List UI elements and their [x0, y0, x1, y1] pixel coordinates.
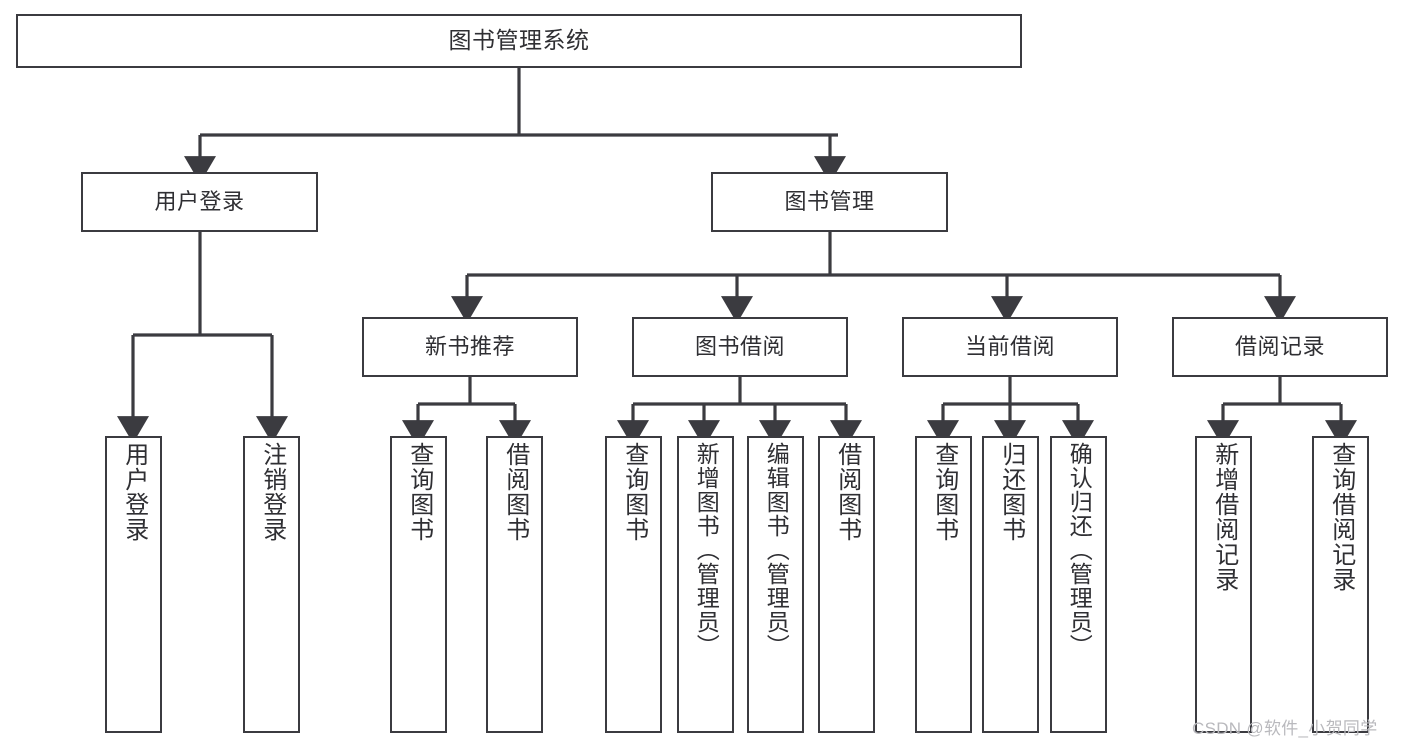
- leaf-query-book-current[interactable]: 查询图书: [915, 436, 972, 733]
- node-label: 借阅图书: [501, 442, 529, 542]
- leaf-query-book-new[interactable]: 查询图书: [390, 436, 447, 733]
- leaf-logout[interactable]: 注销登录: [243, 436, 300, 733]
- node-label: 用户登录: [154, 189, 245, 215]
- leaf-query-borrow-record[interactable]: 查询借阅记录: [1312, 436, 1369, 733]
- leaf-return-book[interactable]: 归还图书: [982, 436, 1039, 733]
- leaf-edit-book-admin[interactable]: 编辑图书（管理员）: [747, 436, 804, 733]
- node-borrowing-records[interactable]: 借阅记录: [1172, 317, 1388, 377]
- node-label: 查询借阅记录: [1327, 442, 1355, 592]
- node-label: 图书管理: [784, 189, 875, 215]
- node-user-login[interactable]: 用户登录: [81, 172, 318, 232]
- node-label: 用户登录: [120, 442, 148, 542]
- node-label: 借阅图书: [833, 442, 861, 542]
- node-label: 新书推荐: [424, 334, 515, 360]
- leaf-add-borrow-record[interactable]: 新增借阅记录: [1195, 436, 1252, 733]
- node-label: 查询图书: [930, 442, 958, 542]
- node-label: 新增借阅记录: [1210, 442, 1238, 592]
- node-label: 确认归还（管理员）: [1066, 442, 1093, 658]
- leaf-borrow-book-new[interactable]: 借阅图书: [486, 436, 543, 733]
- node-label: 图书管理系统: [448, 27, 590, 54]
- node-book-management-system[interactable]: 图书管理系统: [16, 14, 1022, 68]
- node-new-book-recommendation[interactable]: 新书推荐: [362, 317, 578, 377]
- leaf-user-login[interactable]: 用户登录: [105, 436, 162, 733]
- node-label: 归还图书: [997, 442, 1025, 542]
- node-book-management[interactable]: 图书管理: [711, 172, 948, 232]
- node-label: 借阅记录: [1234, 334, 1325, 360]
- leaf-add-book-admin[interactable]: 新增图书（管理员）: [677, 436, 734, 733]
- watermark: CSDN @软件_小贺同学: [1192, 719, 1378, 738]
- node-label: 查询图书: [405, 442, 433, 542]
- node-label: 编辑图书（管理员）: [763, 442, 790, 658]
- node-label: 注销登录: [258, 442, 286, 542]
- node-label: 图书借阅: [694, 334, 785, 360]
- node-label: 当前借阅: [964, 334, 1055, 360]
- node-label: 查询图书: [620, 442, 648, 542]
- node-book-borrowing[interactable]: 图书借阅: [632, 317, 848, 377]
- node-current-borrowing[interactable]: 当前借阅: [902, 317, 1118, 377]
- leaf-borrow-book[interactable]: 借阅图书: [818, 436, 875, 733]
- leaf-confirm-return-admin[interactable]: 确认归还（管理员）: [1050, 436, 1107, 733]
- node-label: 新增图书（管理员）: [693, 442, 720, 658]
- leaf-query-book-borrow[interactable]: 查询图书: [605, 436, 662, 733]
